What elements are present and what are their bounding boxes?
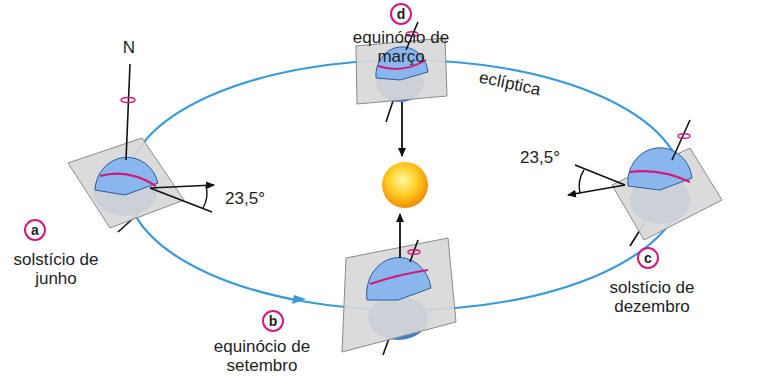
earth-december-part	[628, 148, 692, 190]
sun-part	[382, 162, 428, 208]
earth-june	[68, 64, 214, 232]
earth-september-part	[342, 238, 456, 352]
position-caption: solstício de junho	[4, 250, 108, 288]
position-caption: equinócio de setembro	[207, 337, 317, 375]
earth-june-part	[150, 188, 212, 212]
earth-march-part	[401, 102, 403, 156]
sun	[382, 162, 428, 208]
earth-december-part	[612, 148, 722, 240]
position-caption: solstício de dezembro	[597, 278, 707, 316]
earth-september-part	[370, 270, 428, 284]
earth-september-part	[410, 240, 418, 262]
earth-june-part	[126, 64, 130, 160]
callout-circle: c	[637, 247, 659, 269]
earth-september	[342, 214, 456, 355]
callout-circle: d	[390, 3, 412, 25]
callout-letter: c	[644, 251, 652, 265]
callout-circle: b	[262, 310, 284, 332]
callout-letter: d	[397, 7, 406, 21]
earth-december	[568, 120, 722, 246]
north-label: N	[114, 38, 144, 57]
earth-september-part	[399, 214, 401, 258]
callout-letter: b	[269, 314, 278, 328]
earth-december-part	[568, 185, 625, 195]
position-caption: equinócio de março	[351, 28, 451, 66]
angle-label: 23,5°	[512, 148, 568, 167]
earth-june-part	[95, 157, 158, 195]
earth-december-part	[579, 170, 584, 193]
earth-september-part	[367, 258, 431, 300]
angle-label: 23,5°	[217, 189, 273, 208]
earth-september-part	[408, 250, 420, 254]
ecliptic-orbit-part	[292, 295, 306, 304]
earth-december-part	[630, 171, 690, 182]
earth-december-part	[672, 120, 690, 160]
earth-december-part	[575, 165, 625, 185]
earth-june-part	[121, 98, 135, 103]
earth-june-part	[100, 174, 156, 186]
earth-june-part	[203, 186, 207, 208]
callout-circle: a	[24, 219, 46, 241]
callout-letter: a	[31, 223, 39, 237]
earth-june-part	[150, 185, 214, 188]
earth-december-part	[678, 134, 690, 138]
